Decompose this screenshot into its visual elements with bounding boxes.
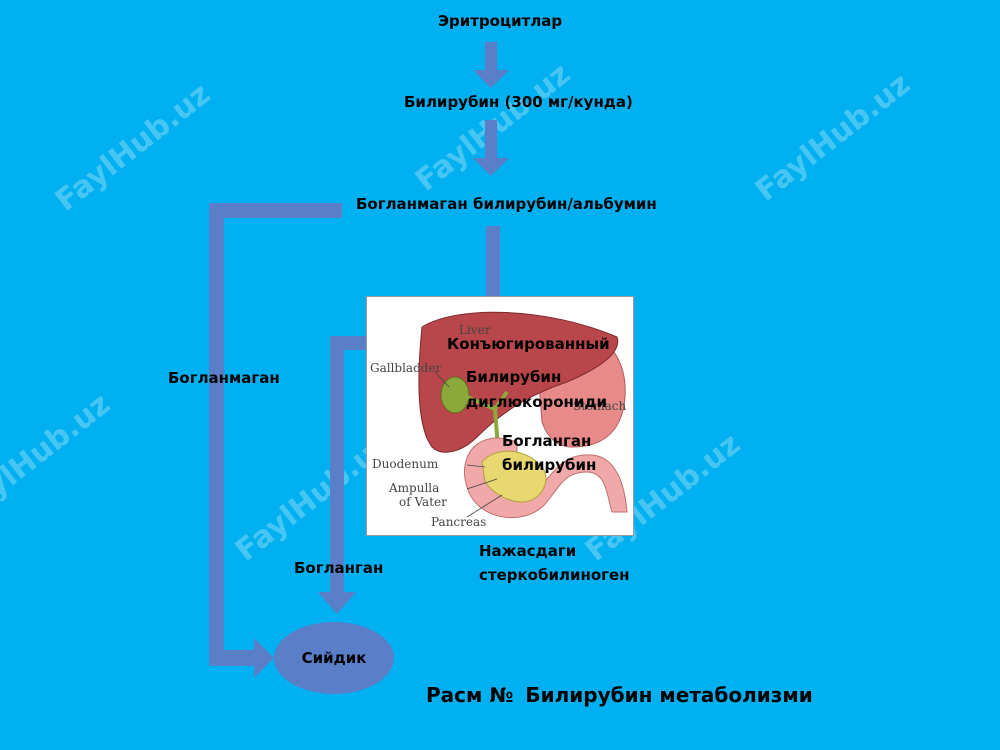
label-pancreas: Pancreas bbox=[431, 515, 487, 529]
node-bilirubin: Билирубин (300 мг/кунда) bbox=[404, 93, 633, 111]
node-erythrocytes: Эритроцитлар bbox=[438, 12, 563, 30]
caption-text: Билирубин метаболизми bbox=[525, 683, 813, 707]
label-liver: Liver bbox=[459, 323, 491, 337]
arrow-albumin-to-liver bbox=[474, 226, 512, 320]
label-ampulla: Ampulla bbox=[389, 481, 440, 495]
label-ampulla-2: of Vater bbox=[399, 495, 447, 509]
node-urine-label: Сийдик bbox=[301, 649, 367, 667]
arrow-conjugated-to-urine bbox=[318, 336, 440, 614]
digestive-organs-illustration: Liver Gallbladder Stomach Duodenum Ampul… bbox=[366, 296, 634, 536]
node-unconjugated-side: Богланмаган bbox=[168, 369, 280, 387]
arrow-bilirubin-to-albumin bbox=[473, 120, 509, 176]
label-gallbladder: Gallbladder bbox=[370, 361, 442, 375]
label-duodenum: Duodenum bbox=[372, 457, 439, 471]
node-conjugated-bilirubin: Богланган bbox=[502, 432, 592, 450]
node-conjugated-side: Богланган bbox=[294, 559, 384, 577]
liver-icon bbox=[418, 311, 628, 518]
node-bilirubin-diglucuronide-2: диглюкорониди bbox=[466, 393, 608, 411]
caption-prefix: Расм № bbox=[426, 683, 514, 707]
node-conjugated-title: Конъюгированный bbox=[447, 335, 610, 353]
figure-caption: Расм № Билирубин метаболизми bbox=[426, 683, 813, 707]
arrow-unconjugated-to-urine bbox=[209, 203, 342, 678]
node-bilirubin-diglucuronide: Билирубин bbox=[466, 368, 562, 386]
node-stercobilinogen: Нажасдаги bbox=[479, 542, 577, 560]
node-unconjugated-albumin: Богланмаган билирубин/альбумин bbox=[356, 195, 657, 213]
arrow-erythrocytes-to-bilirubin bbox=[473, 42, 509, 88]
node-stercobilinogen-2: стеркобилиноген bbox=[479, 566, 630, 584]
node-urine: Сийдик bbox=[274, 622, 394, 694]
node-conjugated-bilirubin-2: билирубин bbox=[502, 456, 597, 474]
label-stomach: Stomach bbox=[573, 399, 627, 413]
